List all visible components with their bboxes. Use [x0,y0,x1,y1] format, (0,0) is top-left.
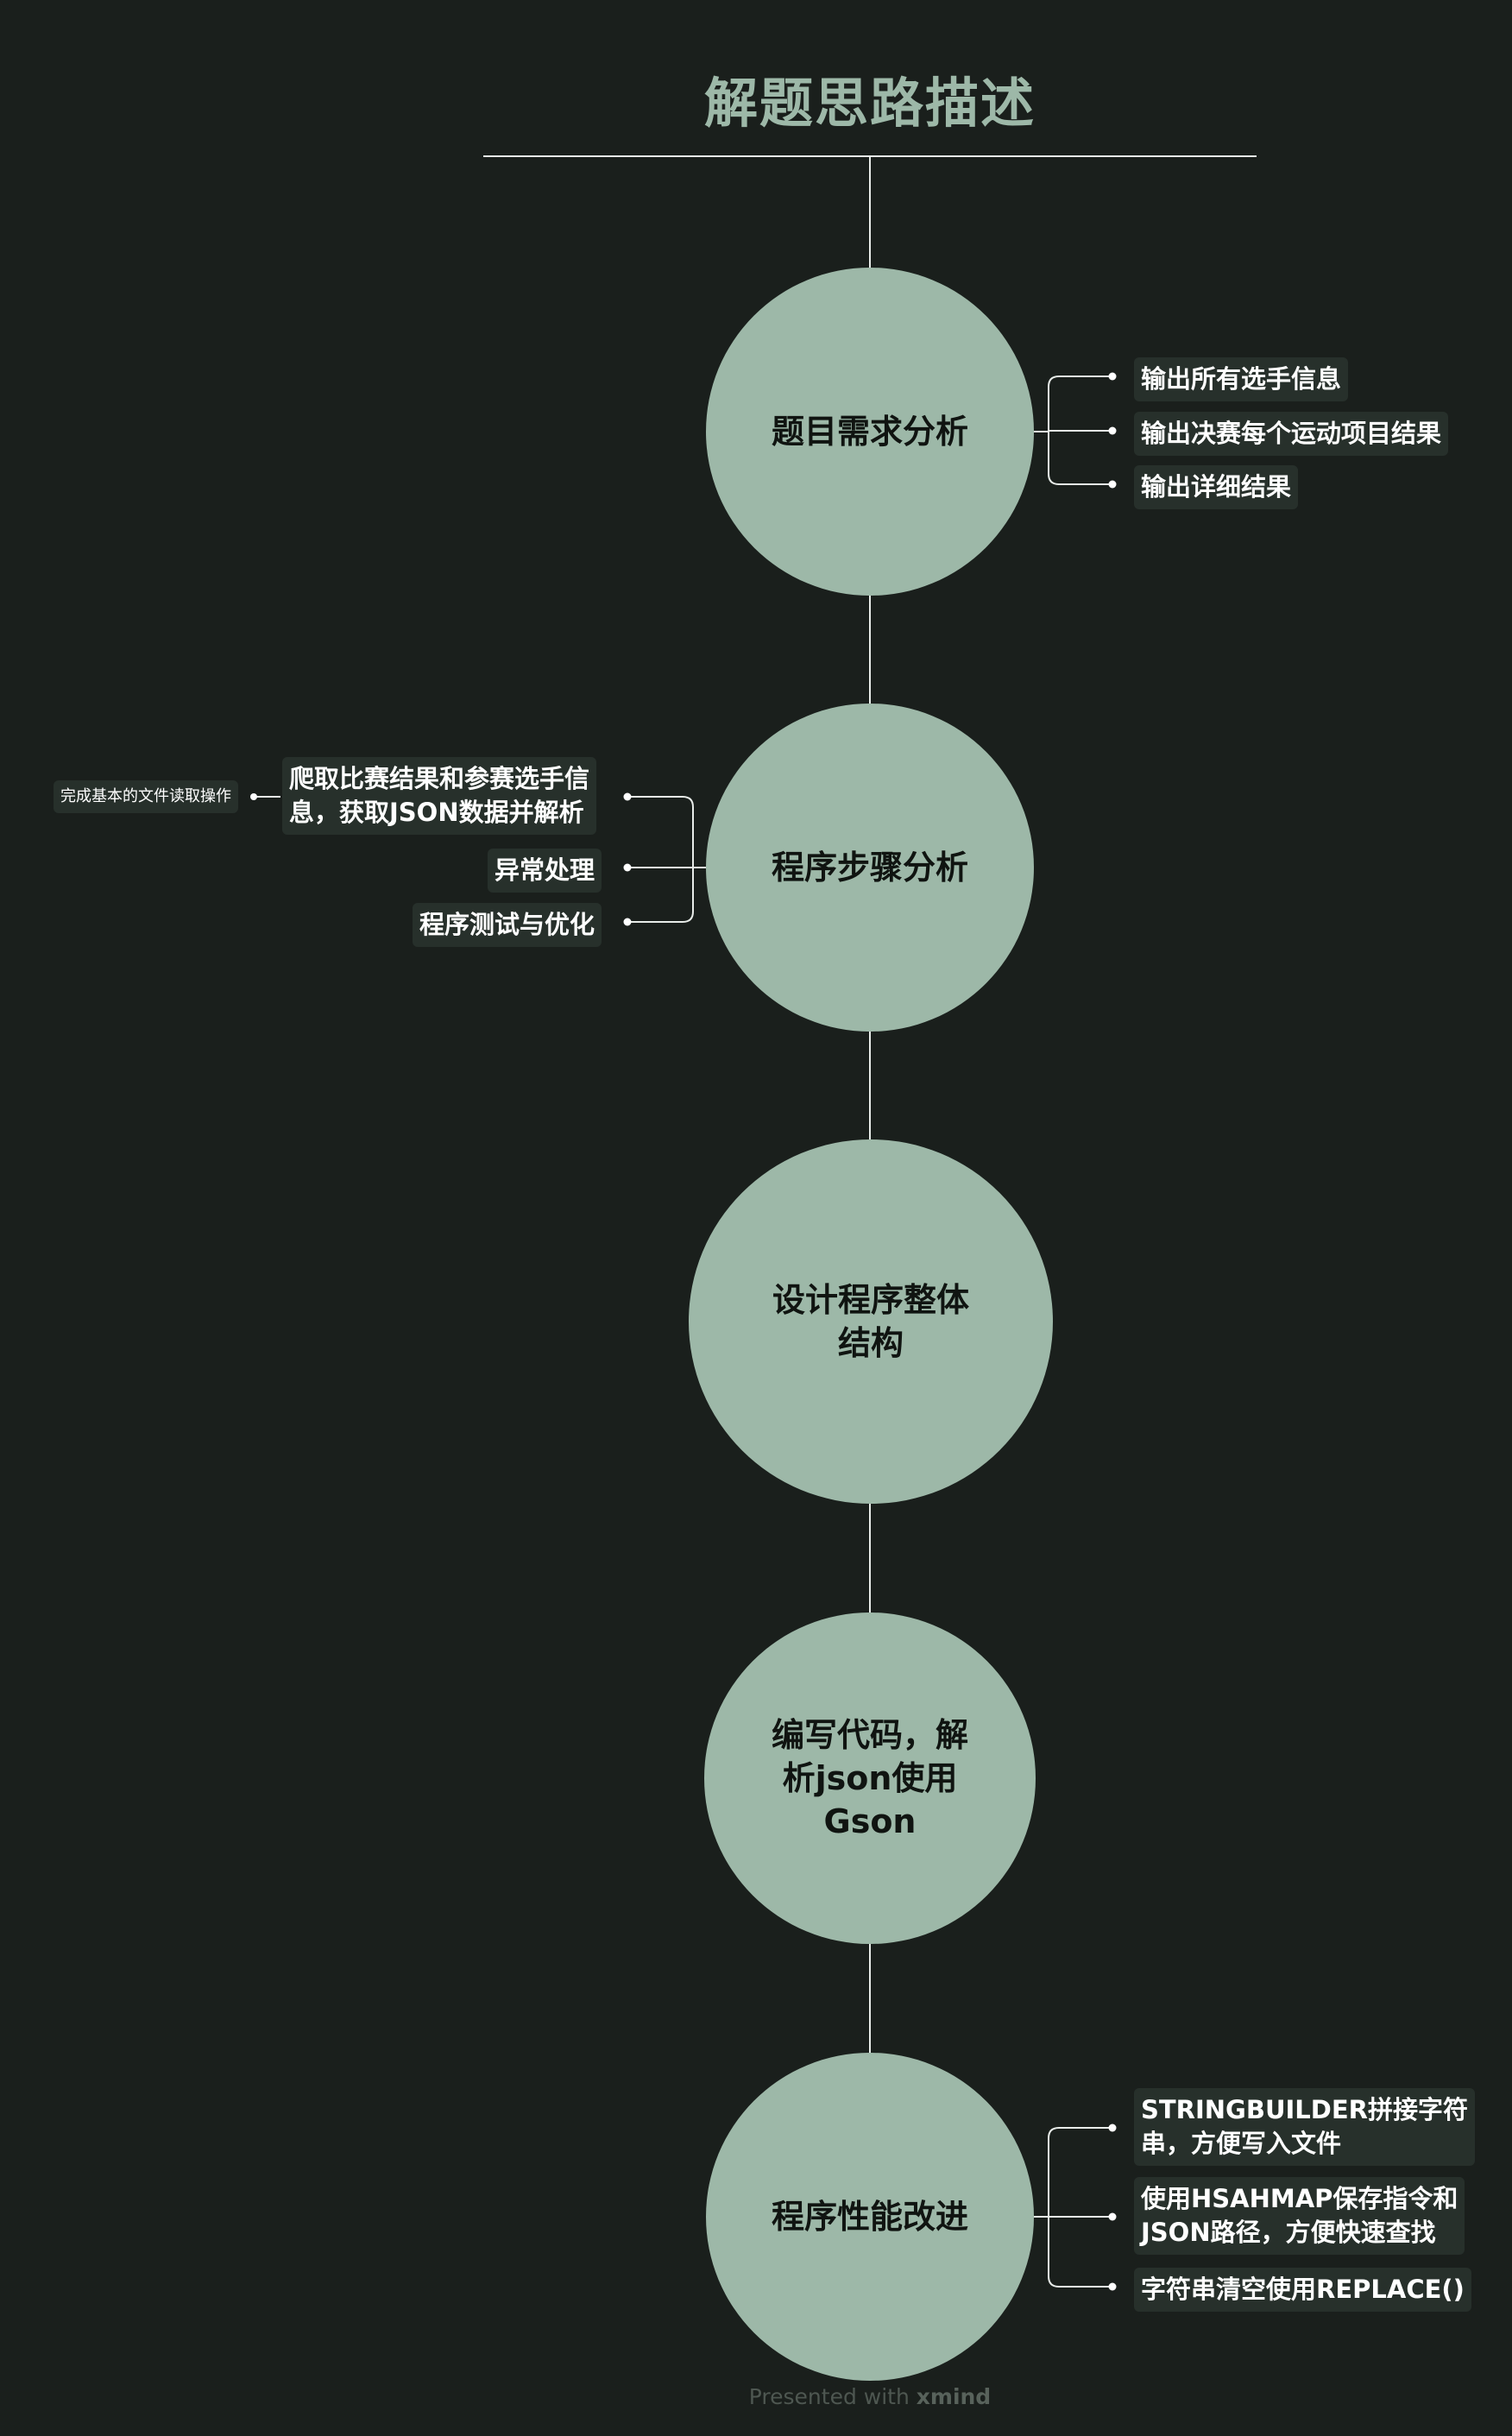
node-design-structure[interactable]: 设计程序整体 结构 [689,1139,1053,1504]
node-label-line: 析json使用 [782,1759,958,1797]
diagram-title: 解题思路描述 [703,72,1036,135]
subtopic-line: 串，方便写入文件 [1141,2129,1342,2158]
node-performance-improvement[interactable]: 程序性能改进 [706,2053,1034,2381]
xmind-brand: xmind [916,2384,992,2409]
node-1-branch [1034,375,1112,485]
node-label: 题目需求分析 [771,413,968,451]
subtopic-hashmap[interactable]: 使用HSAHMAP保存指令和 JSON路径，方便快速查找 [1134,2177,1465,2255]
node-label-line: Gson [823,1802,917,1840]
node-requirements-analysis[interactable]: 题目需求分析 [706,268,1034,596]
node-write-code[interactable]: 编写代码，解 析json使用 Gson [704,1612,1036,1944]
branch-dot [1108,480,1117,489]
branch-dot [1108,372,1117,381]
branch-dot [623,792,632,801]
subtopic-string-replace[interactable]: 字符串清空使用REPLACE() [1134,2268,1471,2312]
node-5-branch [1034,2127,1112,2288]
subtopic-line: JSON路径，方便快速查找 [1141,2218,1436,2247]
subtopic-testing-optimization[interactable]: 程序测试与优化 [413,903,602,947]
branch-dot [623,863,632,872]
branch-dot [1108,2124,1117,2132]
subtopic-output-detailed-results[interactable]: 输出详细结果 [1134,465,1299,509]
subtopic-crawl-results[interactable]: 爬取比赛结果和参赛选手信 息，获取JSON数据并解析 [282,757,597,835]
node-label: 程序步骤分析 [771,849,968,887]
subtopic-stringbuilder[interactable]: STRINGBUILDER拼接字符 串，方便写入文件 [1134,2088,1475,2166]
subtopic-line: STRINGBUILDER拼接字符 [1141,2095,1468,2124]
subtopic-output-all-players[interactable]: 输出所有选手信息 [1134,357,1349,401]
branch-dot [250,793,257,800]
node-label-line: 设计程序整体 [772,1281,969,1319]
branch-dot [1108,2282,1117,2291]
subtopic-line: 爬取比赛结果和参赛选手信 [289,764,590,793]
branch-dot [623,918,632,926]
subtopic-line: 使用HSAHMAP保存指令和 [1141,2184,1458,2213]
node-label-line: 结构 [837,1324,904,1362]
node-2-branch [254,796,706,923]
subtopic-output-final-results[interactable]: 输出决赛每个运动项目结果 [1134,412,1449,456]
node-label: 程序性能改进 [771,2198,968,2236]
footer-credit: Presented with xmind [0,2384,1512,2409]
branch-dot [1108,2212,1117,2221]
node-program-steps-analysis[interactable]: 程序步骤分析 [706,704,1034,1032]
subtopic-line: 息，获取JSON数据并解析 [289,798,584,827]
node-label-line: 编写代码，解 [771,1716,968,1754]
footer-prefix: Presented with [748,2384,917,2409]
branch-dot [1108,426,1117,435]
subtopic-basic-file-reading[interactable]: 完成基本的文件读取操作 [54,780,238,813]
subtopic-exception-handling[interactable]: 异常处理 [488,849,602,893]
